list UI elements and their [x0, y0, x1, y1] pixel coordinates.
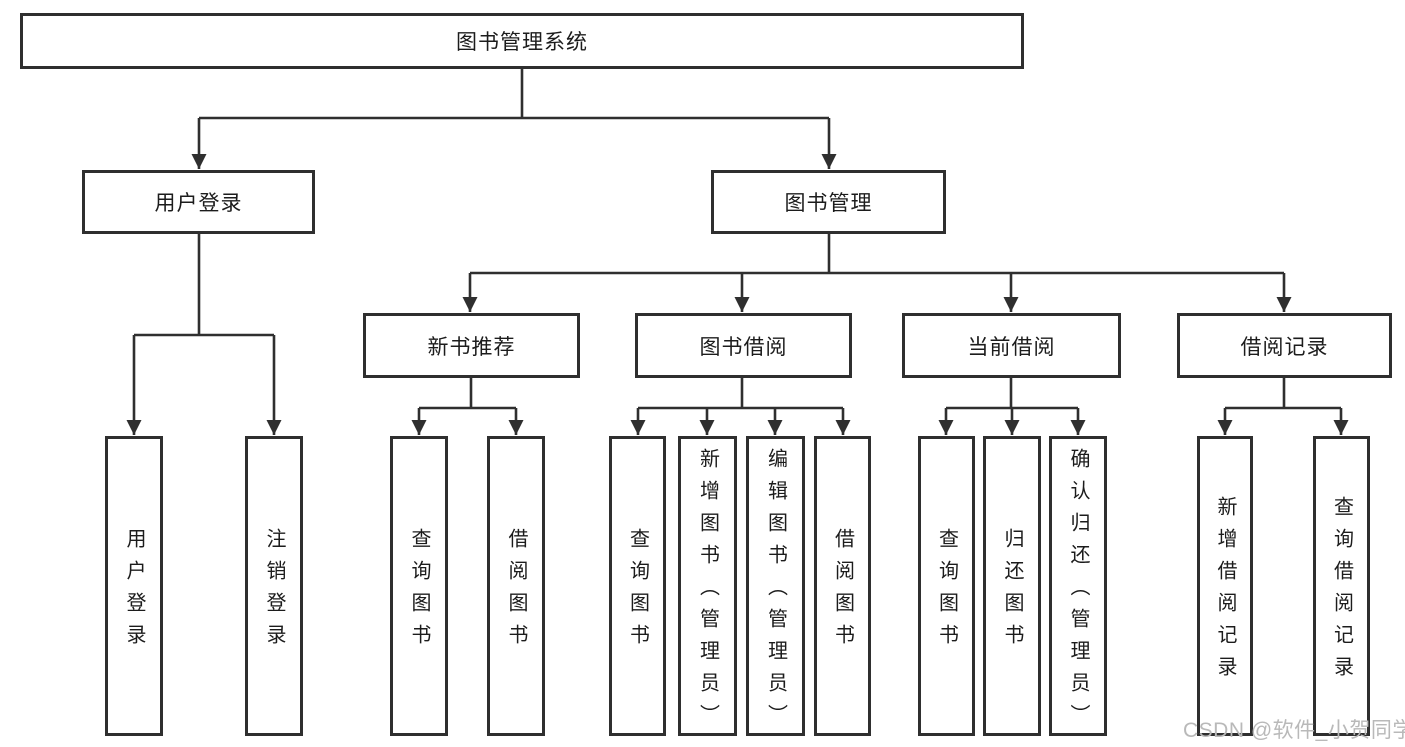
node-label: 图书管理	[784, 192, 873, 215]
csdn-watermark: CSDN @软件_小贺同学	[1183, 719, 1405, 742]
leaf-label: 注销登录	[263, 528, 285, 656]
node-label: 图书借阅	[699, 335, 788, 359]
leaf-query-book: 查询图书	[390, 436, 448, 736]
node-user-login: 用户登录	[82, 170, 315, 234]
leaf-label: 借阅图书	[505, 528, 527, 656]
node-root-library-system: 图书管理系统	[20, 13, 1024, 69]
leaf-confirm-return-admin: 确认归还（管理员）	[1049, 436, 1107, 736]
leaf-label: 归还图书	[1001, 528, 1023, 656]
leaf-query-book: 查询图书	[609, 436, 666, 736]
leaf-user-login: 用户登录	[105, 436, 163, 736]
node-book-borrow: 图书借阅	[635, 313, 852, 378]
node-label: 借阅记录	[1240, 335, 1329, 359]
node-borrow-record: 借阅记录	[1177, 313, 1392, 378]
leaf-edit-book-admin: 编辑图书（管理员）	[746, 436, 805, 736]
node-label: 当前借阅	[967, 335, 1056, 359]
leaf-label: 新增借阅记录	[1214, 496, 1236, 688]
node-new-book-recommend: 新书推荐	[363, 313, 580, 378]
leaf-query-book: 查询图书	[918, 436, 975, 736]
node-book-management: 图书管理	[711, 170, 946, 234]
leaf-label: 用户登录	[123, 528, 145, 656]
node-label: 用户登录	[154, 192, 243, 215]
leaf-logout: 注销登录	[245, 436, 303, 736]
node-label: 图书管理系统	[456, 31, 588, 54]
leaf-borrow-book: 借阅图书	[487, 436, 545, 736]
leaf-label: 查询图书	[626, 528, 649, 656]
leaf-label: 确认归还（管理员）	[1067, 448, 1089, 736]
leaf-label: 借阅图书	[831, 528, 854, 656]
leaf-add-borrow-record: 新增借阅记录	[1197, 436, 1253, 736]
leaf-label: 查询图书	[935, 528, 958, 656]
leaf-return-book: 归还图书	[983, 436, 1041, 736]
node-label: 新书推荐	[427, 335, 516, 359]
leaf-label: 编辑图书（管理员）	[764, 448, 787, 736]
leaf-label: 查询图书	[408, 528, 430, 656]
leaf-query-borrow-record: 查询借阅记录	[1313, 436, 1370, 736]
node-current-borrow: 当前借阅	[902, 313, 1121, 378]
leaf-borrow-book: 借阅图书	[814, 436, 871, 736]
leaf-add-book-admin: 新增图书（管理员）	[678, 436, 737, 736]
leaf-label: 新增图书（管理员）	[696, 448, 719, 736]
leaf-label: 查询借阅记录	[1330, 496, 1353, 688]
